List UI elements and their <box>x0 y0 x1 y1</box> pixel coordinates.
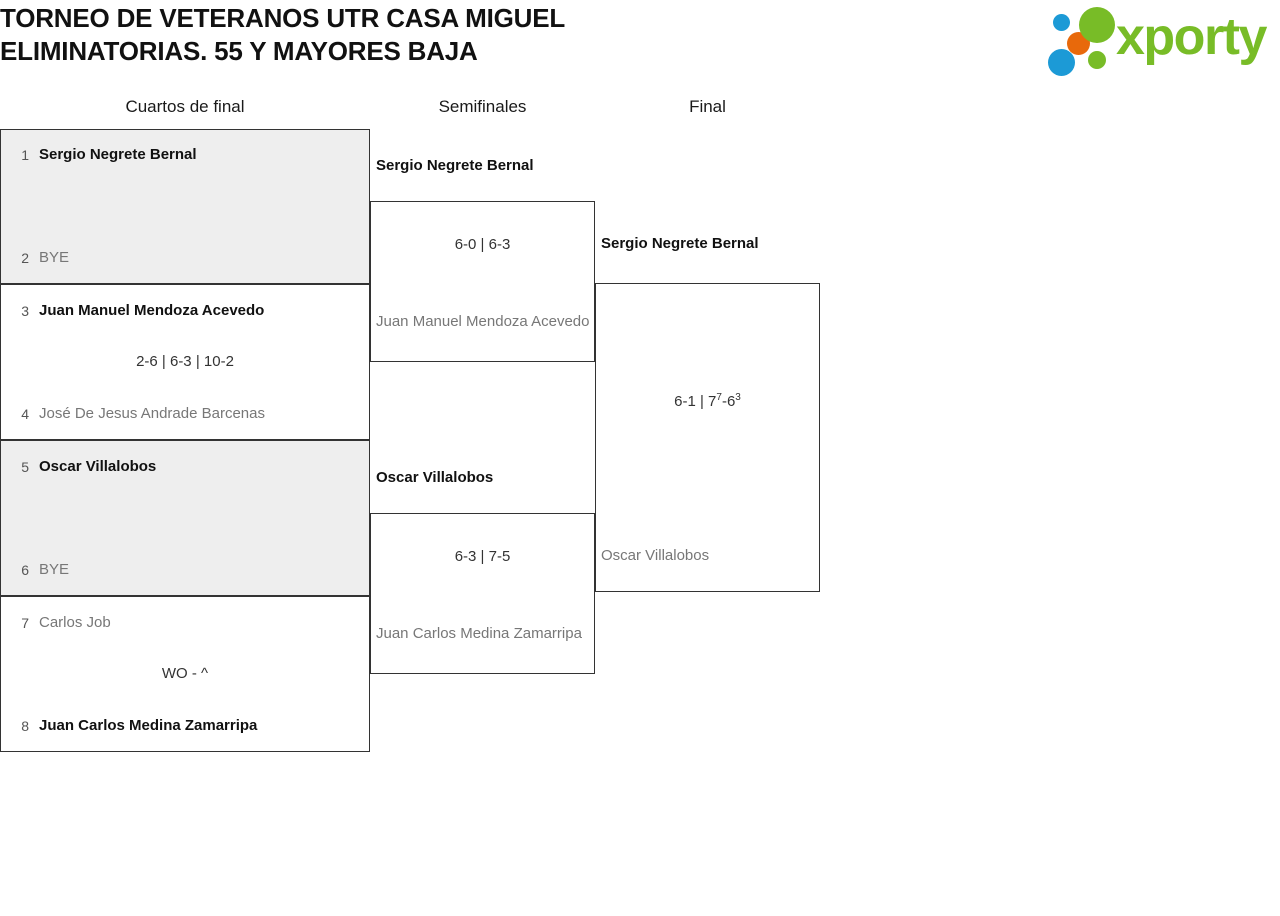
seed-number: 1 <box>21 147 29 163</box>
player-name: Juan Carlos Medina Zamarripa <box>39 717 258 734</box>
competitor-r1-m1-bottom[interactable]: 2 BYE <box>9 247 69 269</box>
logo-dot-blue-small-icon <box>1053 14 1070 31</box>
match-box-r2-m1[interactable]: 6-0 | 6-3 <box>370 201 595 362</box>
competitor-r1-m4-bottom[interactable]: 8 Juan Carlos Medina Zamarripa <box>9 715 257 737</box>
score-r1-m2: 2-6 | 6-3 | 10-2 <box>136 353 234 370</box>
advancing-player-r3-m1-top[interactable]: Sergio Negrete Bernal <box>601 235 759 252</box>
logo-dot-blue-large-icon <box>1048 49 1075 76</box>
xporty-logo: xporty <box>1048 6 1280 76</box>
advancing-player-r2-m1-top[interactable]: Sergio Negrete Bernal <box>376 157 534 174</box>
score-r2-m2: 6-3 | 7-5 <box>371 547 594 567</box>
competitor-r1-m1-top[interactable]: 1 Sergio Negrete Bernal <box>9 144 197 166</box>
competitor-r1-m4-top[interactable]: 7 Carlos Job <box>9 612 111 634</box>
match-box-r1-m2[interactable]: 3 Juan Manuel Mendoza Acevedo 2-6 | 6-3 … <box>0 284 370 440</box>
match-box-r2-m2[interactable]: 6-3 | 7-5 <box>370 513 595 674</box>
player-name: BYE <box>39 249 70 266</box>
round-header-semifinals: Semifinales <box>438 97 527 116</box>
competitor-r1-m2-bottom[interactable]: 4 José De Jesus Andrade Barcenas <box>9 403 265 425</box>
seed-number: 6 <box>21 562 29 578</box>
page-header: TORNEO DE VETERANOS UTR CASA MIGUEL ELIM… <box>0 0 1280 76</box>
seed-number: 7 <box>21 615 29 631</box>
score-tiebreak-1: 7 <box>716 392 722 403</box>
player-name: Sergio Negrete Bernal <box>39 146 197 163</box>
match-box-r3-m1[interactable]: 6-1 | 77-63 <box>595 283 820 592</box>
advancing-player-r2-m1-bottom[interactable]: Juan Manuel Mendoza Acevedo <box>376 313 590 330</box>
score-tiebreak-2: 3 <box>735 392 741 403</box>
score-text: 6-1 | 7 <box>674 393 717 410</box>
round-header-quarterfinals: Cuartos de final <box>125 97 245 116</box>
score-r2-m1: 6-0 | 6-3 <box>371 235 594 255</box>
logo-wordmark: xporty <box>1116 8 1267 66</box>
score-r1-m4: WO - ^ <box>161 665 209 682</box>
seed-number: 8 <box>21 718 29 734</box>
logo-dot-green-large-icon <box>1079 7 1115 43</box>
competitor-r1-m2-top[interactable]: 3 Juan Manuel Mendoza Acevedo <box>9 300 264 322</box>
match-box-r1-m1[interactable]: 1 Sergio Negrete Bernal 2 BYE <box>0 129 370 284</box>
player-name: BYE <box>39 561 70 578</box>
advancing-player-r3-m1-bottom[interactable]: Oscar Villalobos <box>601 547 710 564</box>
advancing-player-r2-m2-bottom[interactable]: Juan Carlos Medina Zamarripa <box>376 625 582 642</box>
seed-number: 5 <box>21 459 29 475</box>
score-r3-m1: 6-1 | 77-63 <box>596 392 819 412</box>
page-title: TORNEO DE VETERANOS UTR CASA MIGUEL ELIM… <box>0 3 566 66</box>
seed-number: 4 <box>21 406 29 422</box>
seed-number: 3 <box>21 303 29 319</box>
match-box-r1-m4[interactable]: 7 Carlos Job WO - ^ 8 Juan Carlos Medina… <box>0 596 370 752</box>
advancing-player-r2-m2-top[interactable]: Oscar Villalobos <box>376 469 494 486</box>
player-name: Carlos Job <box>39 614 111 631</box>
competitor-r1-m3-bottom[interactable]: 6 BYE <box>9 559 69 581</box>
player-name: Juan Manuel Mendoza Acevedo <box>39 302 265 319</box>
score-text-mid: -6 <box>721 393 736 410</box>
player-name: Oscar Villalobos <box>39 458 157 475</box>
player-name: José De Jesus Andrade Barcenas <box>39 405 265 422</box>
score-text: 6-3 | 7-5 <box>454 548 511 565</box>
match-box-r1-m3[interactable]: 5 Oscar Villalobos 6 BYE <box>0 440 370 596</box>
score-text: 6-0 | 6-3 <box>454 236 511 253</box>
round-header-final: Final <box>689 97 726 116</box>
competitor-r1-m3-top[interactable]: 5 Oscar Villalobos <box>9 456 156 478</box>
seed-number: 2 <box>21 250 29 266</box>
logo-dot-green-small-icon <box>1088 51 1106 69</box>
